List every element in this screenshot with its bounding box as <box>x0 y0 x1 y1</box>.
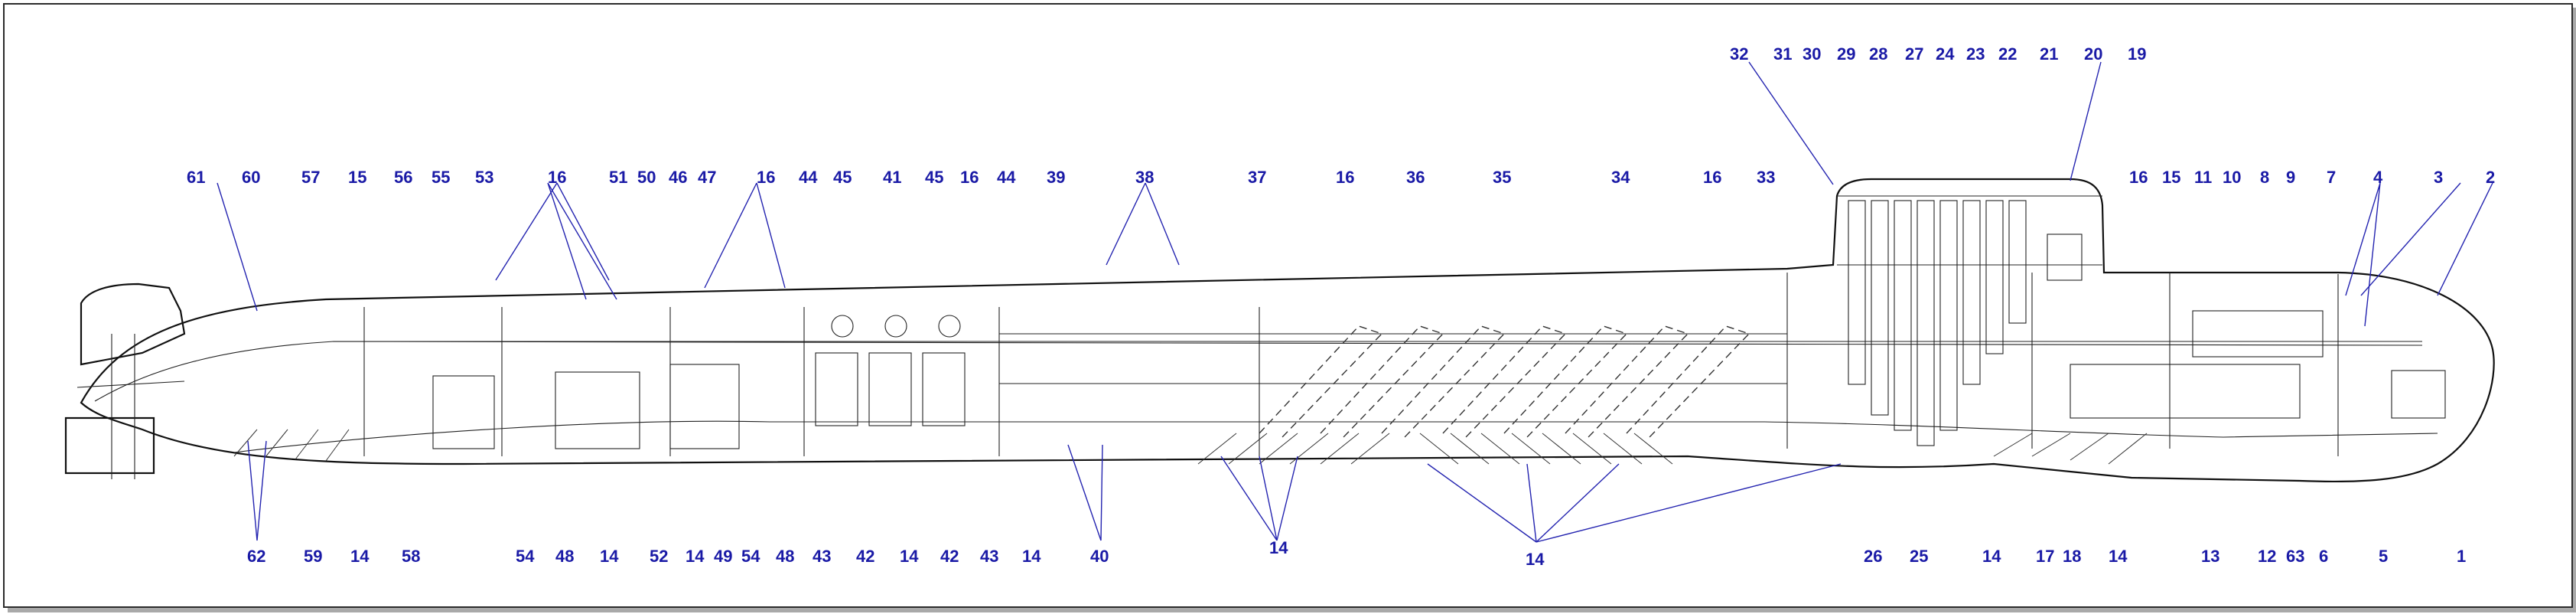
callout-label: 41 <box>883 168 901 187</box>
callout-label: 22 <box>1998 44 2017 64</box>
callout-label: 14 <box>2109 547 2128 566</box>
diagram-frame: 61 60 57 15 56 55 53 16 51 50 46 47 16 4… <box>3 3 2573 608</box>
callout-label: 12 <box>2258 547 2276 566</box>
compartments <box>363 273 2446 456</box>
callout-label: 55 <box>432 168 450 187</box>
callout-label: 28 <box>1869 44 1887 64</box>
callout-label: 15 <box>348 168 366 187</box>
callout-label: 16 <box>548 168 566 187</box>
callout-label: 51 <box>609 168 627 187</box>
callout-label: 57 <box>301 168 320 187</box>
callout-label: 13 <box>2201 547 2219 566</box>
leader-lines <box>217 61 2493 543</box>
callout-label: 52 <box>650 547 668 566</box>
callout-label: 1 <box>2457 547 2466 566</box>
callout-label: 8 <box>2260 168 2269 187</box>
callout-label: 32 <box>1730 44 1748 64</box>
sail <box>1837 195 2102 446</box>
callout-label: 36 <box>1406 168 1425 187</box>
callout-label: 63 <box>2286 547 2304 566</box>
callout-label: 11 <box>2194 168 2212 187</box>
callout-label: 38 <box>1135 168 1154 187</box>
callout-label: 56 <box>394 168 412 187</box>
callout-label: 45 <box>833 168 852 187</box>
callout-label: 9 <box>2286 168 2295 187</box>
callout-label: 14 <box>600 547 619 566</box>
callout-label: 42 <box>940 547 959 566</box>
callout-label: 61 <box>187 168 205 187</box>
callout-label: 20 <box>2084 44 2102 64</box>
callout-label: 43 <box>980 547 998 566</box>
outer-hull <box>80 178 2495 483</box>
callout-label: 27 <box>1905 44 1923 64</box>
callout-label: 33 <box>1757 168 1775 187</box>
callout-label: 31 <box>1773 44 1792 64</box>
callout-label: 19 <box>2128 44 2146 64</box>
callout-label: 62 <box>247 547 265 566</box>
callout-label: 37 <box>1248 168 1266 187</box>
callout-label: 6 <box>2319 547 2328 566</box>
callout-label: 46 <box>669 168 687 187</box>
callout-label: 44 <box>799 168 818 187</box>
callout-label: 54 <box>516 547 535 566</box>
callout-label: 45 <box>925 168 943 187</box>
callout-label: 14 <box>1526 550 1545 569</box>
callout-label: 3 <box>2434 168 2443 187</box>
callout-label: 14 <box>350 547 370 566</box>
callout-label: 53 <box>475 168 493 187</box>
callout-label: 16 <box>1336 168 1354 187</box>
tail-rudder <box>64 283 186 479</box>
callout-label: 7 <box>2327 168 2336 187</box>
callout-label: 47 <box>698 168 716 187</box>
callout-labels: 61 60 57 15 56 55 53 16 51 50 46 47 16 4… <box>187 44 2495 569</box>
callout-label: 14 <box>686 547 705 566</box>
submarine-cutaway-drawing: 61 60 57 15 56 55 53 16 51 50 46 47 16 4… <box>64 44 2495 569</box>
callout-label: 25 <box>1910 547 1928 566</box>
callout-label: 49 <box>714 547 732 566</box>
callout-label: 2 <box>2486 168 2495 187</box>
callout-label: 59 <box>304 547 322 566</box>
callout-label: 16 <box>960 168 979 187</box>
callout-label: 14 <box>900 547 919 566</box>
ballast-hatching <box>233 429 2148 465</box>
callout-label: 16 <box>757 168 775 187</box>
callout-label: 21 <box>2040 44 2058 64</box>
callout-label: 48 <box>555 547 574 566</box>
callout-label: 34 <box>1611 168 1630 187</box>
callout-label: 5 <box>2379 547 2388 566</box>
callout-label: 48 <box>776 547 794 566</box>
callout-label: 23 <box>1966 44 1985 64</box>
callout-label: 16 <box>2129 168 2148 187</box>
callout-label: 18 <box>2063 547 2081 566</box>
callout-label: 16 <box>1703 168 1721 187</box>
callout-label: 42 <box>856 547 874 566</box>
callout-label: 35 <box>1493 168 1511 187</box>
callout-label: 29 <box>1837 44 1855 64</box>
callout-label: 50 <box>637 168 656 187</box>
callout-label: 26 <box>1864 547 1882 566</box>
callout-label: 15 <box>2162 168 2180 187</box>
callout-label: 40 <box>1090 547 1109 566</box>
callout-label: 30 <box>1803 44 1821 64</box>
callout-label: 43 <box>813 547 831 566</box>
callout-label: 24 <box>1936 44 1955 64</box>
callout-label: 58 <box>402 547 420 566</box>
callout-label: 60 <box>242 168 260 187</box>
callout-label: 14 <box>1269 538 1288 557</box>
callout-label: 14 <box>1982 547 2001 566</box>
callout-label: 39 <box>1047 168 1065 187</box>
callout-label: 17 <box>2036 547 2054 566</box>
missile-tubes <box>1259 325 1750 438</box>
callout-label: 10 <box>2223 168 2241 187</box>
callout-label: 4 <box>2373 168 2383 187</box>
callout-label: 54 <box>741 547 760 566</box>
callout-label: 44 <box>997 168 1016 187</box>
callout-label: 14 <box>1022 547 1041 566</box>
